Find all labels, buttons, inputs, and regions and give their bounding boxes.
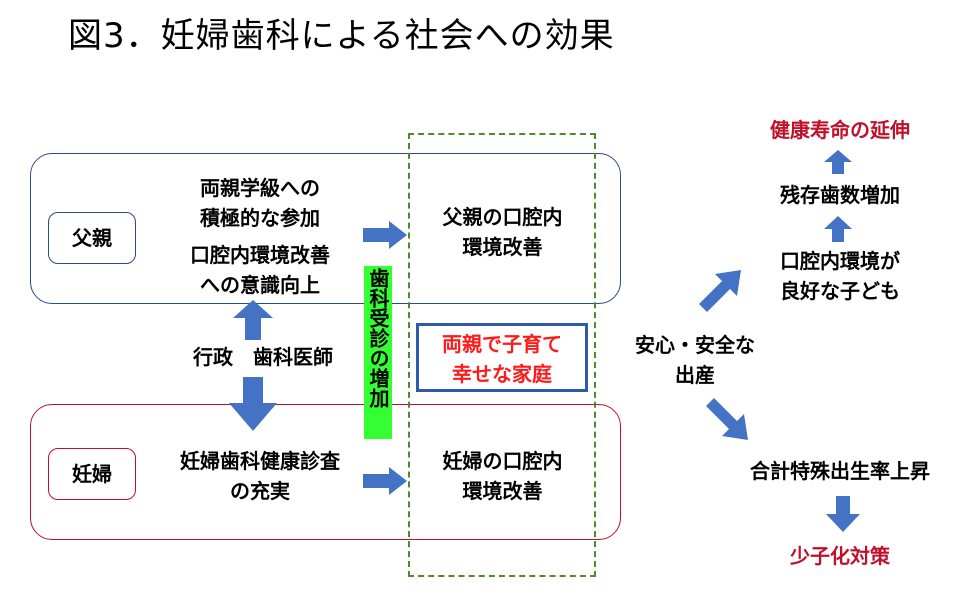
dental-visits-text: 歯科受診の増加 [366,268,390,408]
remaining-teeth: 残存歯数増加 [780,183,900,207]
father-section [30,153,621,304]
pregnant-checkup: 妊婦歯科健康診査 の充実 [180,449,340,503]
arrow-up-icon [824,216,852,242]
arrow-down-right-icon [706,398,748,440]
page-title: 図3．妊婦歯科による社会への効果 [68,16,615,56]
pregnant-section [30,404,621,540]
oral-awareness: 口腔内環境改善 への意識向上 [190,243,330,297]
actors-label: 行政 歯科医師 [193,345,333,369]
arrow-up-icon [824,150,852,174]
fertility-rate-rise: 合計特殊出生率上昇 [750,459,930,483]
father-label: 父親 [48,212,136,264]
pregnant-label: 妊婦 [48,448,136,500]
arrow-right-icon [363,221,407,249]
arrow-up-right-icon [699,270,741,312]
arrow-down-icon [229,377,277,431]
happy-family-box: 両親で子育て 幸せな家庭 [416,323,588,392]
safe-birth: 安心・安全な 出産 [635,333,755,387]
dental-visits-increase [364,266,392,439]
birthrate-countermeasure: 少子化対策 [790,544,890,568]
dental-visit-column [408,133,596,577]
child-oral-health: 口腔内環境が 良好な子ども [780,249,900,303]
arrow-right-icon [363,467,407,495]
arrow-up-icon [233,300,273,340]
pregnant-oral-improvement: 妊婦の口腔内 環境改善 [442,449,563,503]
father-oral-improvement: 父親の口腔内 環境改善 [442,205,563,259]
arrow-down-icon [826,496,860,532]
healthy-life-expectancy: 健康寿命の延伸 [770,118,910,142]
parent-class-participation: 両親学級への 積極的な参加 [200,176,320,230]
